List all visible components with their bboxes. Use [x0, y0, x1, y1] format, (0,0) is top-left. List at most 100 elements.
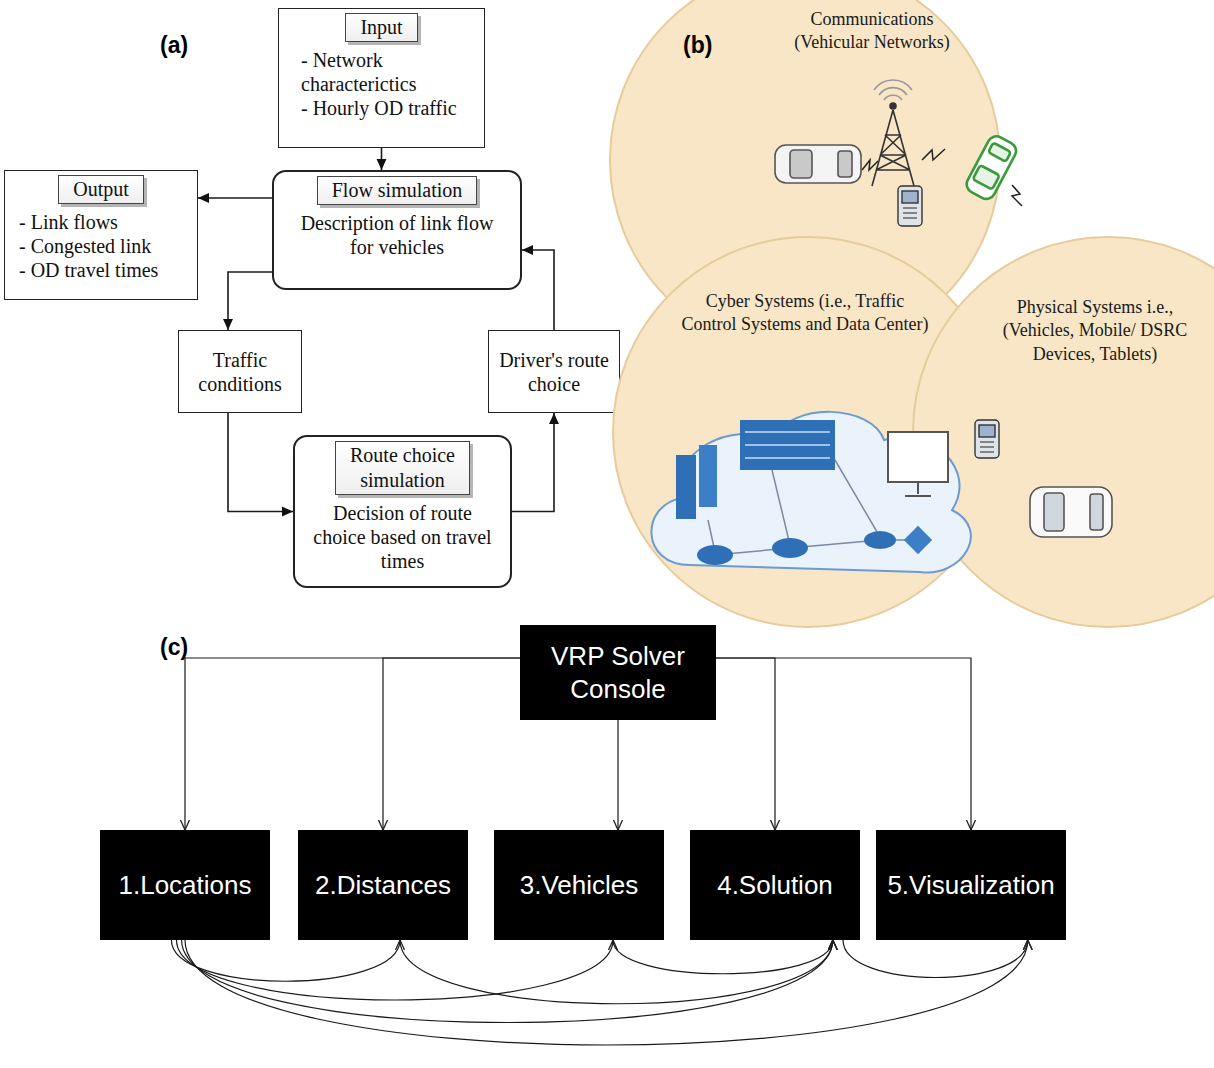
- body-line: - Hourly OD traffic: [301, 96, 472, 120]
- mobile-device-part: [980, 442, 994, 452]
- box-tab: Input: [345, 13, 417, 42]
- data-center-cloud-part: [651, 412, 970, 573]
- module-box: 2.Distances: [298, 830, 468, 940]
- box-text-block: Driver's route choice: [497, 348, 611, 396]
- flow-arrow: [617, 720, 618, 830]
- flow-arrow: [716, 658, 971, 830]
- circle-label: Communications (Vehicular Networks): [794, 9, 949, 52]
- module-label: 1.Locations: [119, 870, 252, 900]
- flow-arrow: [716, 658, 775, 830]
- text-line: Driver's route choice: [497, 348, 611, 396]
- body-text: Decision of route choice based on travel…: [313, 502, 491, 572]
- body-text: - OD travel times: [19, 259, 158, 281]
- box-body: Decision of route choice based on travel…: [313, 501, 493, 573]
- circle-text-block: Cyber Systems (i.e., Traffic Control Sys…: [680, 290, 930, 337]
- data-center-cloud: [651, 412, 970, 573]
- car: [1030, 487, 1112, 537]
- body-line: Description of link flow for vehicles: [292, 211, 502, 259]
- mobile-device-part: [902, 191, 918, 203]
- circle-outline: [912, 236, 1214, 628]
- system-circle: Physical Systems i.e., (Vehicles, Mobile…: [912, 236, 1214, 628]
- data-center-cloud-part: [708, 460, 918, 555]
- body-line: - OD travel times: [19, 258, 187, 282]
- text-line: 4.Solution: [717, 869, 833, 902]
- body-line: - Link flows: [19, 210, 187, 234]
- process-box: Traffic conditions: [178, 330, 302, 413]
- cell-tower-part: [872, 110, 914, 186]
- box-heading: Route choice simulation: [350, 444, 455, 491]
- green-car-part: [988, 143, 1011, 162]
- data-center-cloud-part: [888, 432, 948, 482]
- green-car-part: [973, 165, 1000, 189]
- data-center-cloud-part: [697, 545, 733, 565]
- wireless-link-part: [1012, 185, 1022, 206]
- panel-label: (c): [160, 634, 188, 661]
- car-part: [790, 150, 812, 178]
- process-arrow: [198, 197, 272, 199]
- module-label: 5.Visualization: [887, 870, 1054, 900]
- process-box: Input - Network characterictics- Hourly O…: [278, 8, 485, 148]
- car-part: [775, 145, 861, 183]
- text-line: 3.Vehicles: [520, 869, 639, 902]
- module-box: 4.Solution: [690, 830, 860, 940]
- box-heading: Flow simulation: [332, 179, 463, 201]
- text-line: VRP Solver Console: [528, 640, 708, 705]
- cell-tower-part: [890, 103, 896, 109]
- box-heading: Output: [73, 178, 129, 200]
- module-label: 2.Distances: [315, 870, 451, 900]
- body-line: - Network characterictics: [301, 48, 472, 96]
- flow-arrow: [843, 940, 1028, 978]
- circle-label: Cyber Systems (i.e., Traffic Control Sys…: [682, 291, 929, 334]
- box-text-block: 4.Solution: [717, 869, 833, 902]
- body-text: - Congested link: [19, 235, 151, 257]
- mobile-device-part: [979, 425, 995, 437]
- body-text: - Network characterictics: [301, 49, 416, 95]
- body-line: Decision of route choice based on travel…: [313, 501, 493, 573]
- process-box: Route choice simulationDecision of route…: [293, 435, 512, 588]
- mobile-device-part: [903, 208, 917, 218]
- box-label: Driver's route choice: [499, 349, 609, 395]
- wireless-link-part: [922, 149, 945, 160]
- data-center-cloud-part: [699, 445, 717, 507]
- module-box: 5.Visualization: [876, 830, 1065, 940]
- process-arrow: [522, 250, 554, 330]
- car: [775, 145, 861, 183]
- box-body: Description of link flow for vehicles: [292, 211, 502, 259]
- text-line: 2.Distances: [315, 869, 451, 902]
- text-line: Traffic conditions: [187, 348, 293, 396]
- mobile-device: [975, 420, 999, 458]
- process-arrow: [381, 148, 383, 170]
- car-part: [838, 151, 852, 177]
- module-box: 1.Locations: [100, 830, 270, 940]
- flow-arrow: [185, 658, 520, 830]
- green-car: [964, 133, 1020, 202]
- module-label: 3.Vehicles: [520, 870, 639, 900]
- circle-text-block: Communications (Vehicular Networks): [772, 8, 972, 55]
- panel-label: (a): [160, 32, 188, 59]
- car-part: [1090, 494, 1103, 530]
- cell-tower-part: [874, 80, 912, 100]
- body-text: Description of link flow for vehicles: [301, 212, 494, 258]
- box-text-block: 1.Locations: [119, 869, 252, 902]
- data-center-cloud-part: [740, 420, 835, 470]
- box-text-block: 5.Visualization: [887, 869, 1054, 902]
- box-text-block: 3.Vehicles: [520, 869, 639, 902]
- circle-label: Physical Systems i.e., (Vehicles, Mobile…: [1003, 297, 1188, 364]
- circle-text-block: Physical Systems i.e., (Vehicles, Mobile…: [988, 296, 1203, 366]
- body-text: - Hourly OD traffic: [301, 97, 457, 119]
- data-center-cloud-part: [676, 455, 696, 519]
- flow-arrow: [383, 658, 520, 830]
- process-box: Output - Link flows- Congested link- OD t…: [4, 170, 198, 300]
- body-line: - Congested link: [19, 234, 187, 258]
- data-center-cloud-part: [772, 538, 808, 558]
- module-box: VRP Solver Console: [520, 625, 716, 720]
- box-tab: Output: [58, 175, 144, 204]
- box-text-block: 2.Distances: [315, 869, 451, 902]
- text-line: 1.Locations: [119, 869, 252, 902]
- flow-arrow: [613, 940, 833, 974]
- module-label: VRP Solver Console: [551, 641, 685, 704]
- box-heading: Input: [360, 16, 402, 38]
- process-arrow: [512, 413, 554, 512]
